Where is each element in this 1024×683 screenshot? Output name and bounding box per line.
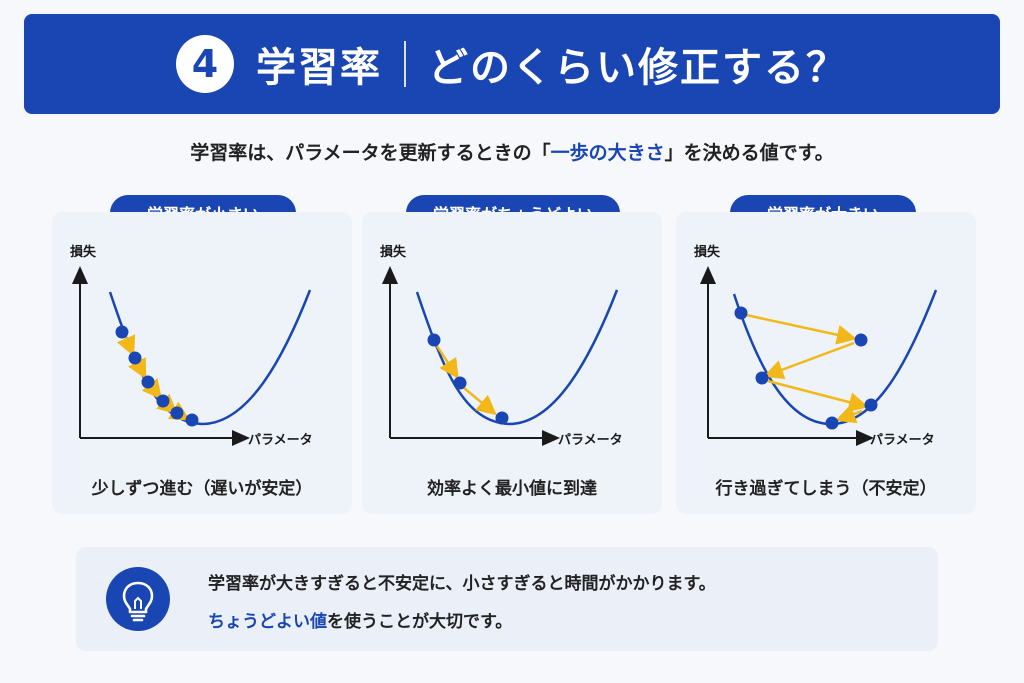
intro-text: 学習率は、パラメータを更新するときの「一歩の大きさ」を決める値です。 xyxy=(0,138,1024,165)
step-point xyxy=(825,416,839,430)
step-point xyxy=(495,411,509,425)
x-axis-label: パラメータ xyxy=(558,433,623,448)
step-point xyxy=(453,376,467,390)
step-number-badge: 4 xyxy=(176,35,234,93)
step-arrow xyxy=(463,387,497,416)
diagram-optimal-lr: 損失 パラメータ xyxy=(380,244,623,448)
x-axis-label: パラメータ xyxy=(870,433,935,448)
y-axis-label: 損失 xyxy=(694,244,721,260)
title-sub: どのくらい修正する？ xyxy=(428,45,848,91)
title-divider xyxy=(404,41,406,87)
tip-line-2: ちょうどよい値を使うことが大切です。 xyxy=(208,607,512,632)
lightbulb-icon xyxy=(106,567,170,631)
intro-emphasis: 一歩の大きさ xyxy=(550,142,665,164)
step-point xyxy=(755,371,769,385)
x-axis-label: パラメータ xyxy=(248,433,313,448)
tip-line-2-rest: を使うことが大切です。 xyxy=(327,612,513,632)
tip-line-1: 学習率が大きすぎると不安定に、小さすぎると時間がかかります。 xyxy=(208,574,716,594)
step-point xyxy=(864,398,878,412)
step-arrow xyxy=(763,341,855,380)
step-arrow xyxy=(435,345,459,380)
step-arrow xyxy=(835,404,863,424)
title-main: 学習率 xyxy=(256,45,382,91)
step-point xyxy=(115,325,129,339)
loss-curve xyxy=(732,289,938,426)
tip-box: 学習率が大きすぎると不安定に、小さすぎると時間がかかります。 ちょうどよい値を使… xyxy=(76,547,938,651)
intro-before: 学習率は、パラメータを更新するときの「 xyxy=(190,142,551,164)
panel-caption: 効率よく最小値に到達 xyxy=(427,479,597,499)
y-axis-label: 損失 xyxy=(380,244,407,260)
title-banner: 4 学習率 どのくらい修正する？ xyxy=(24,14,1000,114)
panel-caption: 少しずつ進む（遅いが安定） xyxy=(91,479,313,499)
y-axis-label: 損失 xyxy=(70,244,97,260)
step-arrow xyxy=(128,357,147,380)
step-point xyxy=(185,413,199,427)
step-point xyxy=(427,333,441,347)
step-point xyxy=(141,375,155,389)
step-point xyxy=(170,406,184,420)
step-arrow xyxy=(116,334,136,357)
intro-after: 」を決める値です。 xyxy=(664,142,834,164)
step-point xyxy=(156,394,170,408)
step-point xyxy=(854,333,868,347)
step-point xyxy=(128,351,142,365)
step-arrow xyxy=(745,313,857,345)
panel-large-lr: 損失 パラメータ 行き過ぎてしまう（不安定） xyxy=(676,212,976,514)
step-arrow xyxy=(767,379,869,412)
diagram-large-lr: 損失 パラメータ xyxy=(694,244,938,448)
panel-small-lr: 損失 パラメータ 少しずつ進む（遅いが安定） xyxy=(52,212,352,514)
panel-caption: 行き過ぎてしまう（不安定） xyxy=(715,479,937,499)
loss-curve xyxy=(415,289,619,426)
tip-emphasis: ちょうどよい値 xyxy=(208,612,327,632)
diagram-small-lr: 損失 パラメータ xyxy=(70,244,313,448)
panel-optimal-lr: 損失 パラメータ 効率よく最小値に到達 xyxy=(362,212,662,514)
step-point xyxy=(734,306,748,320)
